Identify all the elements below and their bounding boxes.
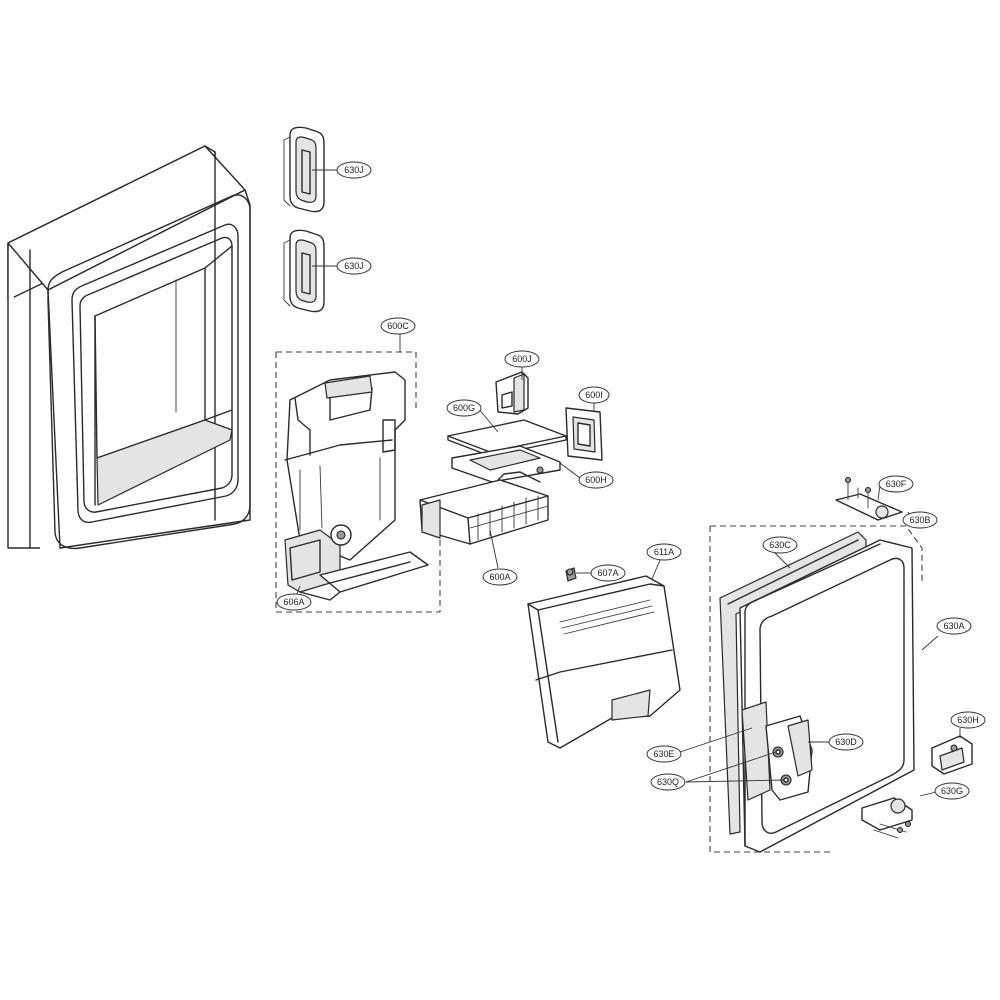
callout-630f-text: 630F bbox=[886, 479, 907, 489]
callout-600i: 600I bbox=[578, 386, 610, 404]
part-630j-top bbox=[283, 126, 325, 213]
callout-630b-text: 630B bbox=[909, 515, 930, 525]
refrigerator-door bbox=[7, 145, 251, 550]
callout-630f: 630F bbox=[878, 475, 914, 493]
part-600a bbox=[419, 471, 549, 545]
callout-600c-text: 600C bbox=[387, 321, 409, 331]
part-630f bbox=[835, 476, 903, 521]
callout-607a: 607A bbox=[590, 564, 626, 582]
part-600i bbox=[565, 407, 603, 461]
callout-630e-text: 630E bbox=[653, 749, 674, 759]
callout-600h-text: 600H bbox=[585, 475, 607, 485]
part-607a bbox=[565, 567, 577, 582]
callout-600h: 600H bbox=[578, 471, 614, 489]
callout-606a-text: 606A bbox=[283, 597, 304, 607]
callout-630a: 630A bbox=[936, 617, 972, 635]
callout-600a: 600A bbox=[482, 568, 518, 586]
part-611a bbox=[527, 575, 681, 749]
callout-630j-top-text: 630J bbox=[344, 165, 364, 175]
part-600g bbox=[447, 419, 567, 483]
door-630a bbox=[709, 525, 923, 853]
callout-630g: 630G bbox=[934, 782, 970, 800]
callout-600j: 600J bbox=[504, 350, 540, 368]
part-630g bbox=[861, 797, 913, 839]
callout-630a-text: 630A bbox=[943, 621, 964, 631]
callout-630h-text: 630H bbox=[957, 715, 979, 725]
callout-630q-text: 630Q bbox=[657, 777, 679, 787]
callout-606a: 606A bbox=[276, 593, 312, 611]
callout-630e: 630E bbox=[646, 745, 682, 763]
callout-607a-text: 607A bbox=[597, 568, 618, 578]
callout-630j-middle: 630J bbox=[336, 257, 372, 275]
callout-600i-text: 600I bbox=[585, 390, 603, 400]
assembly-600c bbox=[275, 351, 441, 613]
callout-630g-text: 630G bbox=[941, 786, 963, 796]
callout-630d-text: 630D bbox=[835, 737, 857, 747]
callout-611a-text: 611A bbox=[654, 547, 674, 557]
part-630h bbox=[931, 735, 973, 775]
callout-630j-middle-text: 630J bbox=[344, 261, 364, 271]
callout-630j-top: 630J bbox=[336, 161, 372, 179]
callout-630c: 630C bbox=[762, 536, 798, 554]
leader-lines bbox=[295, 169, 961, 797]
callout-600g: 600G bbox=[446, 399, 482, 417]
callout-630d: 630D bbox=[828, 733, 864, 751]
callout-630q: 630Q bbox=[650, 773, 686, 791]
callout-600c: 600C bbox=[380, 317, 416, 335]
part-630j-middle bbox=[283, 229, 325, 313]
callout-630b: 630B bbox=[902, 511, 938, 529]
part-600j bbox=[495, 371, 529, 415]
callout-611a: 611A bbox=[646, 543, 682, 561]
callout-630c-text: 630C bbox=[769, 540, 791, 550]
callout-600g-text: 600G bbox=[453, 403, 475, 413]
callout-630h: 630H bbox=[950, 711, 986, 729]
callout-600a-text: 600A bbox=[489, 572, 510, 582]
callout-600j-text: 600J bbox=[512, 354, 532, 364]
